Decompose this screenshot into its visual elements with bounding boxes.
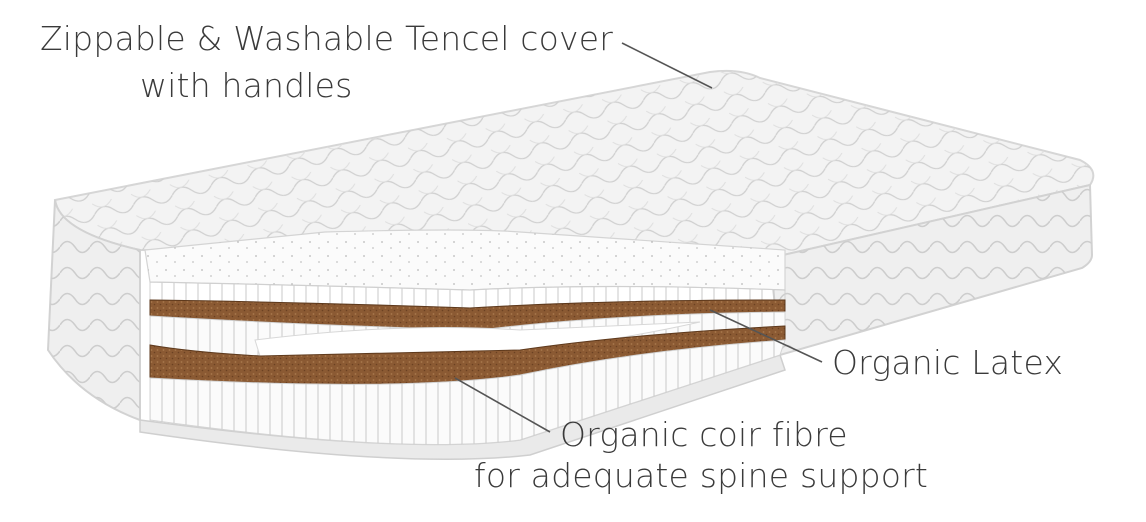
label-cover-line-2: with handles: [140, 66, 353, 105]
cutaway-layers: [144, 229, 786, 445]
leader-line-coir: [454, 377, 551, 433]
label-coir-line-2: for adequate spine support: [474, 456, 929, 495]
leader-line-latex: [709, 309, 823, 363]
leader-line-cover: [621, 42, 713, 89]
label-coir-line-1: Organic coir fibre: [560, 415, 848, 454]
label-cover-line-1: Zippable & Washable Tencel cover: [40, 19, 614, 58]
label-organic-latex: Organic Latex: [832, 343, 1064, 382]
